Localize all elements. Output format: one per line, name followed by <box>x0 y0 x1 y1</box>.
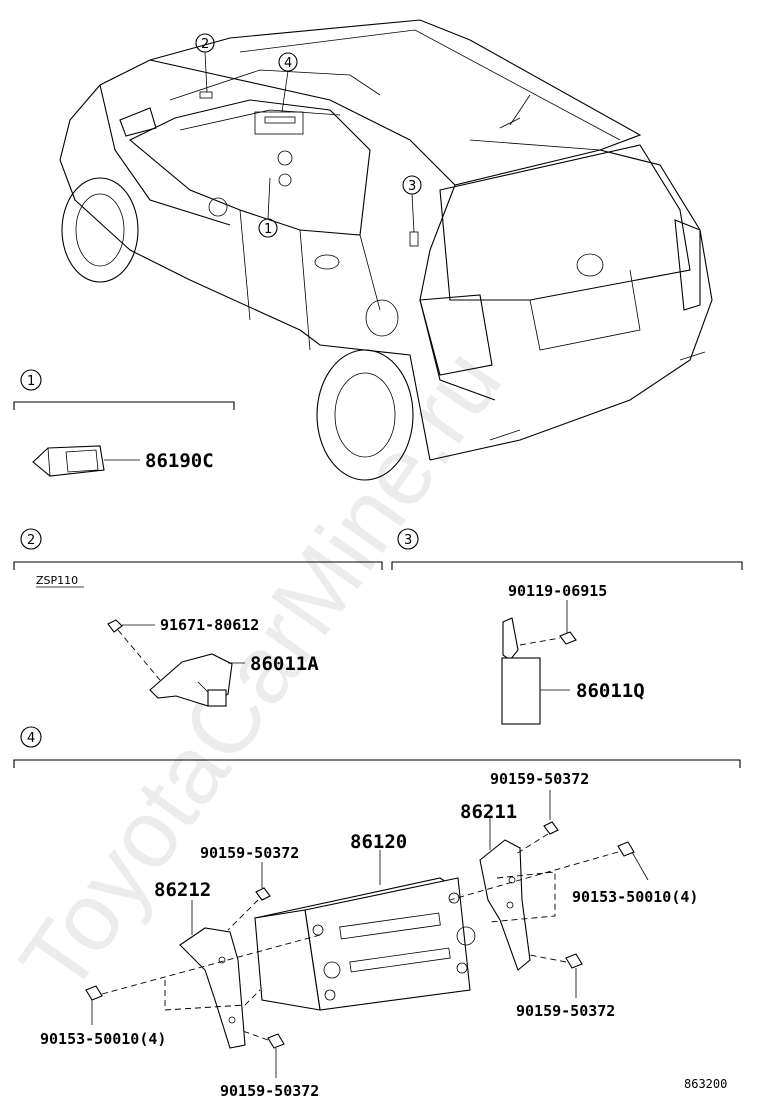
part-number-86011Q: 86011Q <box>576 680 645 702</box>
part-number-86190C: 86190C <box>145 450 214 472</box>
part-number-91671-80612: 91671-80612 <box>160 616 259 634</box>
screw-91671-80612 <box>107 619 123 633</box>
bracket-86211 <box>479 839 531 971</box>
switch-part-86190C <box>32 445 105 477</box>
part-number-86212: 86212 <box>154 879 211 901</box>
radio-unit-86120 <box>253 850 476 1011</box>
diagram-id: 863200 <box>684 1077 727 1091</box>
bracket-86212 <box>179 927 246 1049</box>
part-number-90159-50372-rt: 90159-50372 <box>490 770 589 788</box>
callout-3: 3 <box>402 175 422 233</box>
svg-text:1: 1 <box>27 374 35 389</box>
section-3: 3 90119-06915 86011Q <box>391 528 743 725</box>
module-86011Q <box>501 657 541 725</box>
part-number-86120: 86120 <box>350 831 407 853</box>
svg-text:2: 2 <box>201 37 209 52</box>
callout-1: 1 <box>258 177 278 238</box>
part-number-90159-50372-lb: 90159-50372 <box>220 1082 319 1100</box>
callout-4: 4 <box>278 52 298 113</box>
svg-text:1: 1 <box>264 222 272 237</box>
part-number-90153-50010-l: 90153-50010(4) <box>40 1030 166 1048</box>
variant-label: ZSP110 <box>36 574 78 587</box>
section-2-marker <box>20 528 42 550</box>
screw-90119-06915 <box>559 631 577 645</box>
section-4-marker <box>20 726 42 748</box>
svg-text:3: 3 <box>408 179 416 194</box>
section-1: 1 86190C <box>13 369 235 477</box>
section-1-marker <box>20 369 42 391</box>
svg-text:4: 4 <box>27 731 35 746</box>
svg-text:4: 4 <box>284 56 292 71</box>
svg-text:3: 3 <box>404 533 412 548</box>
part-number-86211: 86211 <box>460 801 517 823</box>
part-number-86011A: 86011A <box>250 653 319 675</box>
callout-2: 2 <box>195 33 215 93</box>
part-number-90159-50372-lt: 90159-50372 <box>200 844 299 862</box>
section-2: 2 ZSP110 91671-80612 86011A <box>13 528 383 707</box>
vehicle-illustration <box>59 19 713 481</box>
part-number-90159-50372-rb: 90159-50372 <box>516 1002 615 1020</box>
section-4: 4 86120 86211 90159-50372 <box>13 726 741 1100</box>
part-number-90153-50010-r: 90153-50010(4) <box>572 888 698 906</box>
section-3-marker <box>397 528 419 550</box>
part-number-90119-06915: 90119-06915 <box>508 582 607 600</box>
svg-text:2: 2 <box>27 533 35 548</box>
